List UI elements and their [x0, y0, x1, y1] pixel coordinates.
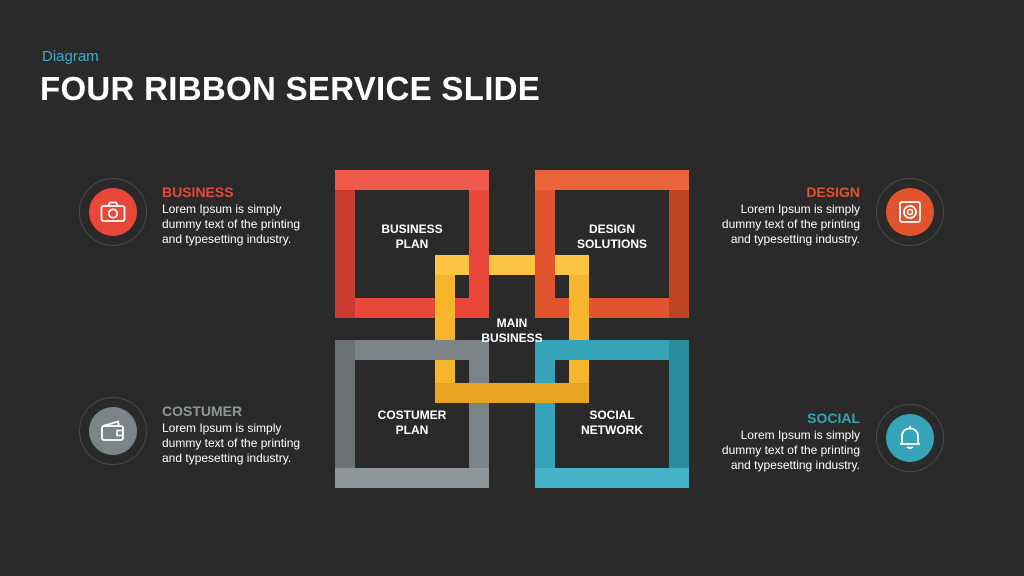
section-design: DESIGN Lorem Ipsum is simply dummy text …: [690, 184, 860, 247]
business-icon-circle: [89, 188, 137, 236]
speaker-icon: [899, 201, 921, 223]
section-costumer-text: Lorem Ipsum is simply dummy text of the …: [162, 421, 332, 466]
design-text-line: and typesetting industry.: [730, 232, 860, 246]
ribbon-costumer-plan: [335, 340, 489, 488]
section-business-text: Lorem Ipsum is simply dummy text of the …: [162, 202, 332, 247]
wallet-icon: [101, 420, 124, 441]
slide-title: FOUR RIBBON SERVICE SLIDE: [40, 70, 541, 107]
ribbon-social-network: [535, 340, 689, 488]
ribbon-business-plan: [335, 170, 489, 318]
overlap-orange: [535, 255, 555, 308]
business-text-line: dummy text of the printing: [162, 217, 301, 231]
label-costumer-plan-line2: PLAN: [396, 423, 429, 437]
section-social: SOCIAL Lorem Ipsum is simply dummy text …: [690, 410, 860, 473]
costumer-text-line: Lorem Ipsum is simply: [162, 421, 282, 435]
design-text-line: Lorem Ipsum is simply: [740, 202, 860, 216]
design-text-line: dummy text of the printing: [721, 217, 860, 231]
social-icon-ring: [876, 404, 944, 472]
overlap-gray: [435, 340, 479, 360]
design-icon-ring: [876, 178, 944, 246]
business-text-line: Lorem Ipsum is simply: [162, 202, 282, 216]
label-costumer-plan-line1: COSTUMER: [378, 408, 447, 422]
section-costumer-title: COSTUMER: [162, 403, 243, 419]
section-business-title: BUSINESS: [162, 184, 234, 200]
overlap-teal: [545, 340, 589, 360]
costumer-text-line: dummy text of the printing: [162, 436, 301, 450]
costumer-icon-circle: [89, 407, 137, 455]
label-social-network-line2: NETWORK: [581, 423, 643, 437]
section-social-text: Lorem Ipsum is simply dummy text of the …: [690, 428, 860, 473]
section-costumer: COSTUMER Lorem Ipsum is simply dummy tex…: [162, 403, 332, 466]
design-icon-circle: [886, 188, 934, 236]
ribbon-design-solutions: [535, 170, 689, 318]
label-design-solutions-line2: SOLUTIONS: [577, 237, 647, 251]
social-icon-circle: [886, 414, 934, 462]
section-design-title: DESIGN: [806, 184, 860, 200]
social-text-line: dummy text of the printing: [721, 443, 860, 457]
label-main-business-line1: MAIN: [497, 316, 528, 330]
costumer-icon-ring: [79, 397, 147, 465]
slide-kicker: Diagram: [42, 48, 99, 65]
social-text-line: Lorem Ipsum is simply: [740, 428, 860, 442]
costumer-text-line: and typesetting industry.: [162, 451, 292, 465]
label-business-plan-line2: PLAN: [396, 237, 429, 251]
business-icon-ring: [79, 178, 147, 246]
business-text-line: and typesetting industry.: [162, 232, 292, 246]
social-text-line: and typesetting industry.: [730, 458, 860, 472]
label-main-business-line2: BUSINESS: [481, 331, 542, 345]
label-design-solutions-line1: DESIGN: [589, 222, 635, 236]
label-business-plan-line1: BUSINESS: [381, 222, 442, 236]
bell-icon: [900, 426, 920, 449]
overlap-red: [469, 255, 489, 308]
label-social-network-line1: SOCIAL: [589, 408, 634, 422]
camera-icon: [100, 201, 126, 222]
section-design-text: Lorem Ipsum is simply dummy text of the …: [690, 202, 860, 247]
section-business: BUSINESS Lorem Ipsum is simply dummy tex…: [162, 184, 332, 247]
section-social-title: SOCIAL: [807, 410, 860, 426]
